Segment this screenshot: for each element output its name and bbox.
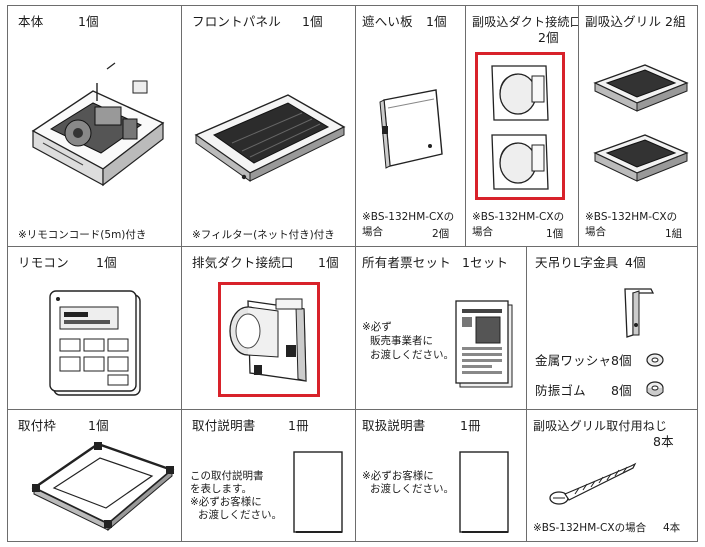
- item-qty: 1個: [318, 255, 339, 270]
- item-note-qty: 1個: [546, 228, 564, 240]
- item-name: リモコン: [18, 255, 69, 270]
- item-note-line3: お渡しください。: [370, 349, 454, 361]
- item-name: フロントパネル: [192, 14, 281, 29]
- item-qty: 2個: [538, 30, 559, 45]
- sub-intake-grille-illustration-1: [591, 61, 691, 121]
- item-qty: 1個: [302, 14, 323, 29]
- item-qty: 8本: [653, 434, 674, 449]
- item-name: 取付説明書: [192, 418, 256, 433]
- item-note-line1: この取付説明書: [190, 470, 264, 482]
- item-qty: 1個: [96, 255, 117, 270]
- item-note-qty: 1組: [665, 228, 683, 240]
- owner-card-set-illustration: [454, 299, 518, 391]
- cell-owner-card-set: 所有者票セット 1セット ※必ず 販売事業者に お渡しください。: [355, 246, 527, 410]
- item-name: 所有者票セット: [362, 255, 451, 270]
- shield-plate-illustration: [378, 86, 448, 176]
- item-qty: 1個: [88, 418, 109, 433]
- sub-intake-duct-connector-illustration-1: [488, 62, 552, 124]
- cell-sub-intake-grille: 副吸込グリル 2組 ※BS-132HM-CXの 場合 1組: [578, 5, 698, 247]
- remote-control-illustration: [48, 287, 144, 397]
- item-qty: 1セット: [462, 255, 509, 270]
- item-note-qty: 2個: [432, 228, 450, 240]
- item-note-line2: 場合: [585, 226, 606, 238]
- sub-item-qty: 8個: [611, 353, 632, 368]
- item-qty: 4個: [625, 255, 646, 270]
- item-note-line2: お渡しください。: [370, 483, 454, 495]
- cell-main-unit: 本体 1個 ※リモコンコード(5m)付き: [7, 5, 182, 247]
- cell-front-panel: フロントパネル 1個 ※フィルター(ネット付き)付き: [181, 5, 356, 247]
- item-name: 副吸込グリル取付用ねじ: [533, 419, 668, 433]
- item-qty: 1個: [426, 14, 447, 29]
- item-name: 排気ダクト接続口: [192, 255, 294, 270]
- item-name: 本体: [18, 14, 44, 29]
- sub-intake-duct-connector-illustration-2: [488, 131, 552, 193]
- item-name: 取付枠: [18, 418, 57, 433]
- item-name: 天吊りL字金具: [535, 255, 619, 270]
- cell-operation-manual: 取扱説明書 1冊 ※必ずお客様に お渡しください。: [355, 409, 527, 542]
- item-name: 取扱説明書: [362, 418, 426, 433]
- main-unit-illustration: [23, 61, 173, 201]
- item-note-line2: 場合: [362, 226, 383, 238]
- item-note-line1: ※BS-132HM-CXの: [362, 211, 455, 223]
- item-note-line1: ※必ずお客様に: [362, 470, 434, 482]
- item-note-line4: お渡しください。: [198, 509, 282, 521]
- sub-intake-grille-illustration-2: [591, 131, 691, 191]
- cell-remote-control: リモコン 1個: [7, 246, 182, 410]
- sub-item-qty: 8個: [611, 383, 632, 398]
- item-qty: 1冊: [288, 418, 309, 433]
- item-qty: 1冊: [460, 418, 481, 433]
- highlight-box: [218, 282, 320, 397]
- installation-manual-illustration: [290, 448, 346, 536]
- item-note-line1: ※BS-132HM-CXの: [585, 211, 678, 223]
- sub-item-name: 防振ゴム: [535, 383, 586, 398]
- item-note-line1: ※BS-132HM-CXの: [472, 211, 565, 223]
- operation-manual-illustration: [456, 448, 512, 536]
- mounting-frame-illustration: [28, 440, 176, 535]
- cell-grille-screws: 副吸込グリル取付用ねじ 8本 ※BS-132HM-CXの場合 4本: [526, 409, 698, 542]
- cell-mounting-frame: 取付枠 1個: [7, 409, 182, 542]
- item-qty: 1個: [78, 14, 99, 29]
- cell-shield-plate: 遮へい板 1個 ※BS-132HM-CXの 場合 2個: [355, 5, 466, 247]
- cell-ceiling-bracket: 天吊りL字金具 4個 金属ワッシャ 8個 防振ゴム 8個: [526, 246, 698, 410]
- item-note: ※BS-132HM-CXの場合: [533, 522, 647, 534]
- metal-washer-icon: [645, 351, 665, 369]
- rubber-damper-icon: [645, 380, 665, 400]
- item-note: ※フィルター(ネット付き)付き: [192, 229, 335, 241]
- item-note-line2: 販売事業者に: [370, 335, 433, 347]
- exhaust-duct-connector-illustration: [226, 295, 312, 385]
- item-note-line2: を表します。: [190, 483, 252, 495]
- cell-sub-intake-duct-connector: 副吸込ダクト接続口 2個 ※BS-132HM-CXの 場合 1個: [465, 5, 582, 247]
- item-name: 副吸込グリル: [585, 14, 662, 29]
- item-note-line1: ※必ず: [362, 321, 392, 333]
- cell-installation-manual: 取付説明書 1冊 この取付説明書 を表します。 ※必ずお客様に お渡しください。: [181, 409, 356, 542]
- highlight-box: [475, 52, 565, 200]
- item-note-line3: ※必ずお客様に: [190, 496, 262, 508]
- cell-exhaust-duct-connector: 排気ダクト接続口 1個: [181, 246, 356, 410]
- screw-illustration: [547, 460, 637, 510]
- item-note-qty: 4本: [663, 522, 681, 534]
- sub-item-name: 金属ワッシャ: [535, 353, 612, 368]
- l-bracket-illustration: [619, 285, 659, 341]
- item-name: 遮へい板: [362, 14, 413, 29]
- front-panel-illustration: [192, 91, 347, 191]
- item-name: 副吸込ダクト接続口: [472, 15, 582, 29]
- item-note-line2: 場合: [472, 226, 493, 238]
- item-note: ※リモコンコード(5m)付き: [18, 229, 147, 241]
- item-qty: 2組: [665, 14, 686, 29]
